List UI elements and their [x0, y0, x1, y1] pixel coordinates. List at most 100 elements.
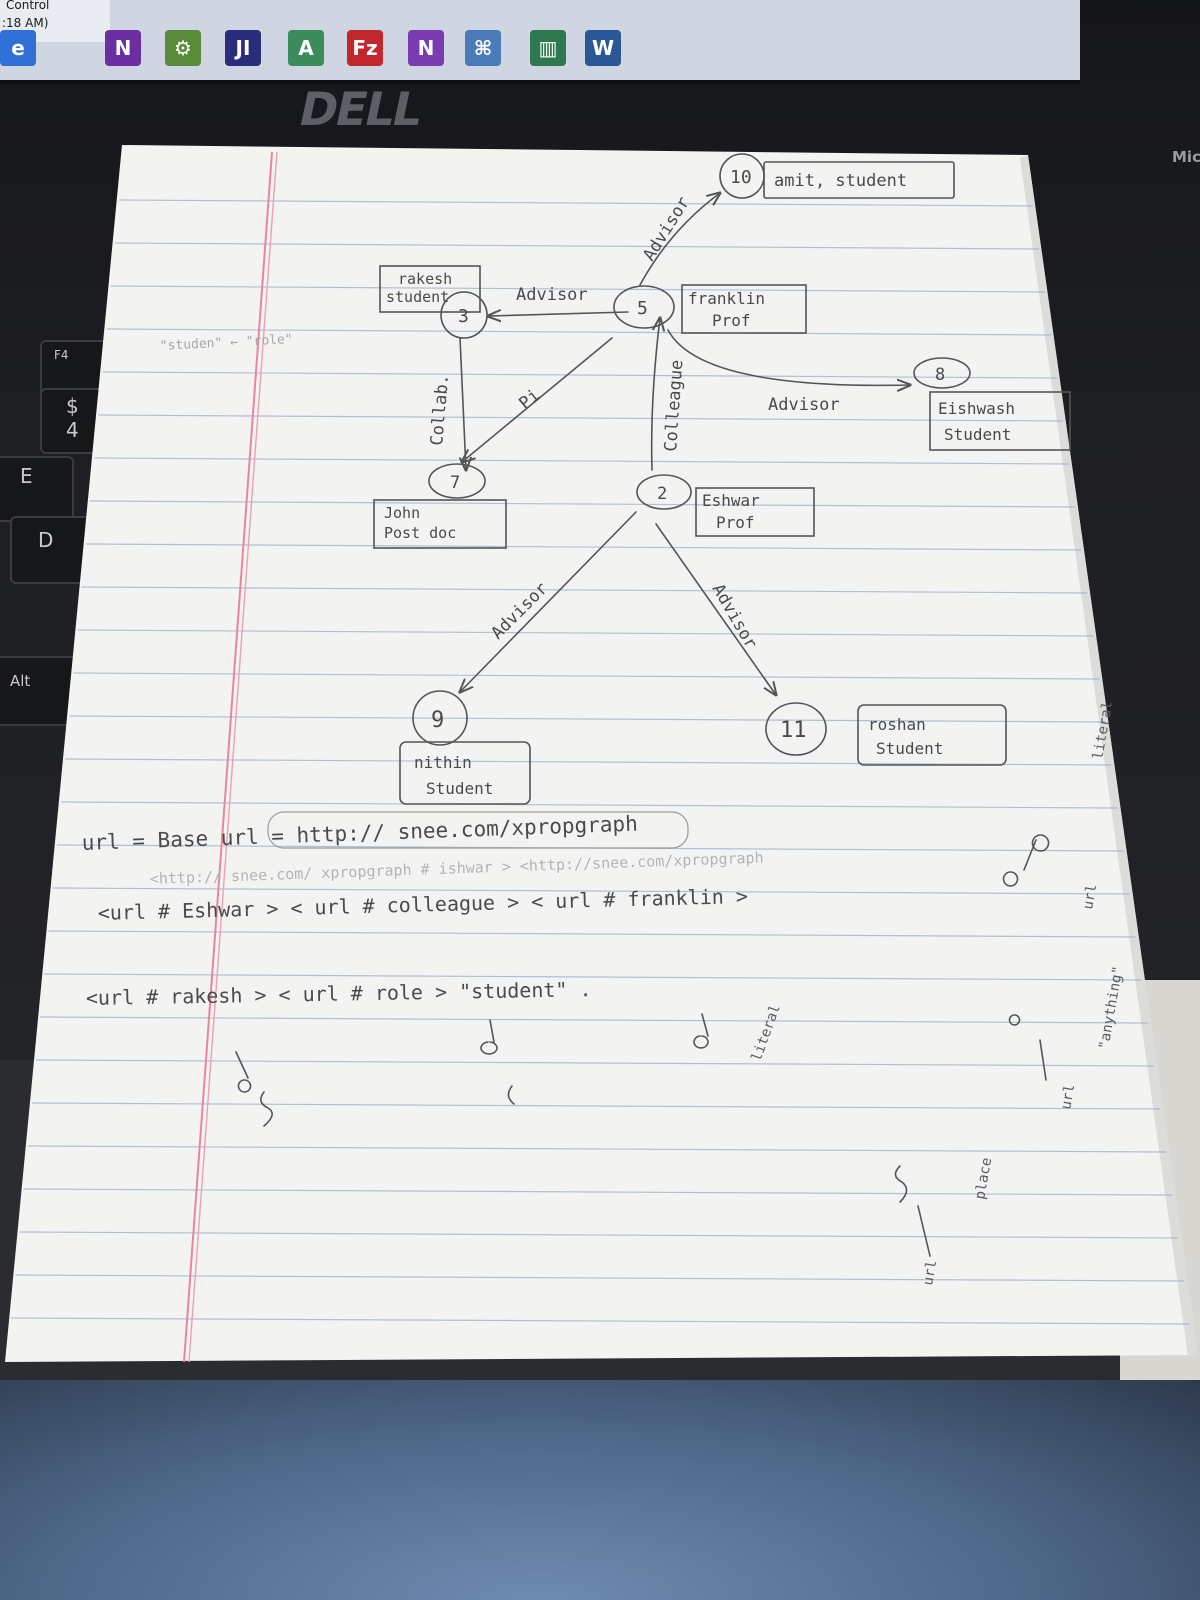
- node-11: 11 roshan Student: [765, 702, 1007, 766]
- ruled-line: [119, 199, 1034, 207]
- ie-icon[interactable]: e: [0, 30, 36, 66]
- sketch-marks: [235, 834, 1050, 1257]
- node-3-id: 3: [458, 306, 469, 327]
- node-2-label-name: Eshwar: [702, 491, 760, 510]
- ruled-line: [36, 1059, 1154, 1067]
- diagram-nodes: 10 amit, student 3 rakesh student 5: [373, 153, 1071, 805]
- ruled-line: [44, 973, 1142, 981]
- node-7-id: 7: [450, 473, 460, 493]
- onenote-icon[interactable]: N: [105, 30, 141, 66]
- ruled-line: [81, 586, 1088, 594]
- ruled-line: [52, 887, 1130, 895]
- faint-role-note: "studen" ← "role": [159, 332, 293, 354]
- key-e[interactable]: E: [0, 456, 74, 522]
- ruled-line: [85, 543, 1082, 551]
- edge-label-5-8: Advisor: [768, 395, 840, 415]
- android-studio-icon[interactable]: A: [288, 30, 324, 66]
- ruled-line: [77, 629, 1094, 637]
- node-8-label-name: Eishwash: [938, 399, 1015, 418]
- putty-icon[interactable]: ⚙: [165, 30, 201, 66]
- onenote-2-icon[interactable]: N: [408, 30, 444, 66]
- ruled-line: [98, 414, 1064, 422]
- node-8-label-role: Student: [944, 425, 1011, 444]
- edge-2-5: [650, 318, 660, 471]
- node-3-label-name: rakesh: [398, 270, 452, 288]
- node-9-label: nithin Student: [414, 753, 493, 798]
- node-10-label: amit, student: [774, 171, 907, 191]
- node-2-label-role: Prof: [716, 513, 755, 532]
- node-11-label-name: roshan: [868, 715, 926, 734]
- laptop-screen: Control :18 AM) e N ⚙ JI A Fz N ⌘ ▥ W: [0, 0, 1080, 84]
- ruled-line: [60, 801, 1118, 809]
- edge-5-3: [488, 312, 629, 316]
- node-11-id: 11: [780, 718, 807, 743]
- ruled-line: [102, 371, 1058, 379]
- node-7-label-name: John: [384, 504, 420, 522]
- clock-line-2: :18 AM): [2, 16, 49, 30]
- ruled-line: [48, 930, 1136, 938]
- ruled-line: [23, 1188, 1172, 1196]
- edge-5-7: [462, 337, 613, 462]
- edge-5-8: [667, 329, 910, 385]
- sketch-label-url-3: url: [1080, 883, 1100, 911]
- node-3: 3 rakesh student: [379, 265, 488, 339]
- key-d[interactable]: D: [10, 516, 94, 584]
- edge-5-10: [639, 193, 720, 286]
- blue-cloth: [0, 1380, 1200, 1600]
- ruled-line: [19, 1231, 1179, 1239]
- task-manager-icon[interactable]: ▥: [530, 30, 566, 66]
- node-9-label-name: nithin: [414, 753, 472, 772]
- sketch-label-url-2: url: [1058, 1083, 1078, 1111]
- ruled-line: [73, 672, 1100, 680]
- node-7-label-role: Post doc: [384, 524, 456, 542]
- node-2: 2 Eshwar Prof: [636, 474, 815, 537]
- node-2-label: Eshwar Prof: [702, 491, 769, 532]
- node-7-label: John Post doc: [384, 504, 456, 542]
- sketch-label-place: place: [972, 1156, 995, 1200]
- network-icon[interactable]: ⌘: [465, 30, 501, 66]
- edge-label-5-3: Advisor: [516, 285, 588, 305]
- node-5-id: 5: [637, 298, 648, 319]
- node-5: 5 franklin Prof: [613, 284, 807, 334]
- node-5-label: franklin Prof: [688, 289, 775, 330]
- ruled-line: [94, 457, 1070, 465]
- key-f4-label: F4: [54, 348, 69, 362]
- key-alt-label: Alt: [10, 672, 31, 690]
- key-e-label: E: [20, 464, 33, 488]
- ruled-line: [11, 1317, 1191, 1325]
- node-11-label-role: Student: [876, 739, 943, 758]
- side-device-text: Mic: [1172, 148, 1200, 166]
- ruled-line: [65, 758, 1112, 766]
- node-9-id: 9: [431, 708, 444, 733]
- node-10: 10 amit, student: [719, 153, 955, 199]
- node-11-label: roshan Student: [868, 715, 943, 758]
- intellij-icon[interactable]: JI: [225, 30, 261, 66]
- key-4-label: $ 4: [66, 394, 79, 442]
- node-5-label-name: franklin: [688, 289, 765, 308]
- ruled-lines: [11, 199, 1191, 1325]
- node-2-id: 2: [657, 484, 667, 504]
- node-3-label-role: student: [386, 288, 449, 306]
- node-9-label-role: Student: [426, 779, 493, 798]
- taskbar-clock[interactable]: Control :18 AM): [0, 0, 110, 42]
- word-icon[interactable]: W: [585, 30, 621, 66]
- edge-2-9: [460, 511, 637, 692]
- ruled-line: [31, 1102, 1160, 1110]
- node-8-id: 8: [935, 365, 945, 385]
- node-10-id: 10: [730, 167, 752, 188]
- paper-sheet: [5, 145, 1198, 1362]
- ruled-line: [15, 1274, 1185, 1282]
- node-8-label: Eishwash Student: [938, 399, 1025, 444]
- ruled-line: [115, 242, 1040, 250]
- node-8: 8 Eishwash Student: [913, 357, 1071, 451]
- margin-line-2: [188, 151, 278, 1363]
- filezilla-icon[interactable]: Fz: [347, 30, 383, 66]
- clock-line-1: Control: [6, 0, 50, 12]
- node-3-label: rakesh student: [386, 270, 461, 306]
- margin-line: [183, 151, 273, 1363]
- ruled-line: [40, 1016, 1148, 1024]
- ruled-line: [90, 500, 1076, 508]
- diagram-edges: [460, 193, 910, 695]
